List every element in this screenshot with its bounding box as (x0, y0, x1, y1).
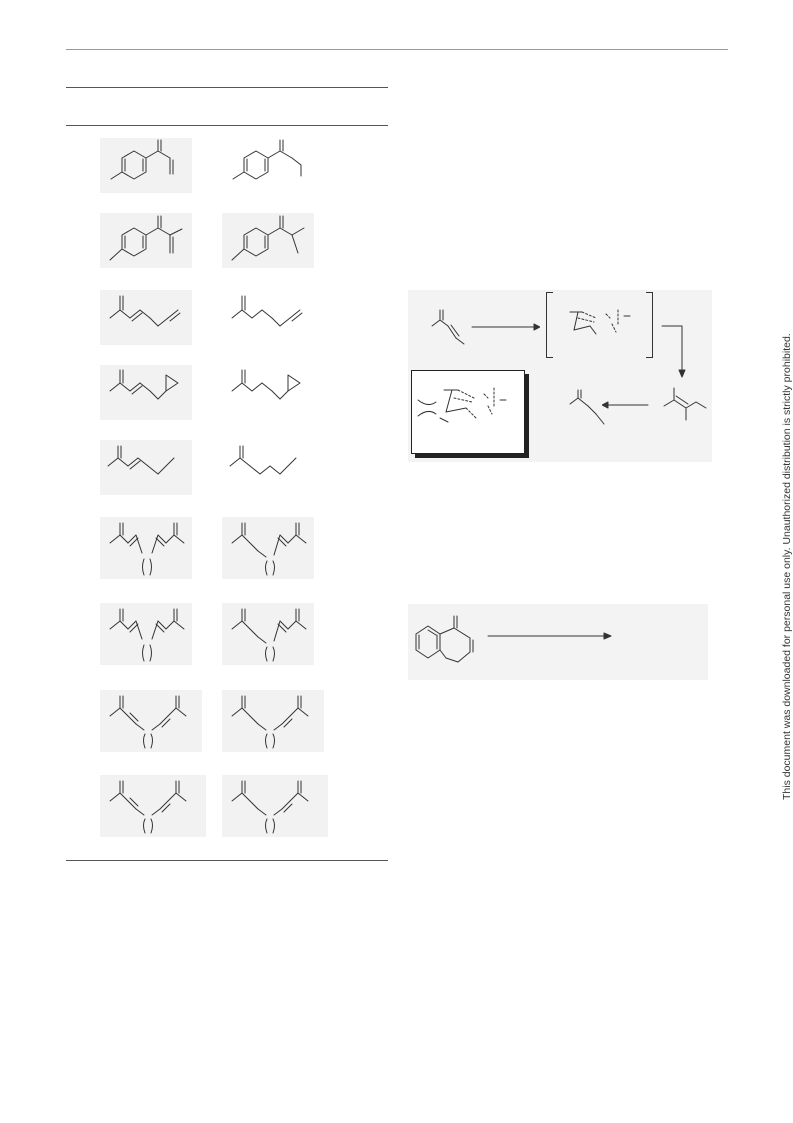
structure-8a-bg (100, 690, 202, 752)
structure-9b-bg (222, 775, 328, 837)
structure-5a (100, 440, 192, 495)
structure-2a (100, 213, 192, 268)
scheme2-background (408, 604, 708, 680)
scheme1-boxed-ts-drawing (414, 382, 518, 438)
scheme2-reactant (410, 612, 486, 672)
structure-7b (222, 603, 314, 665)
scheme1-left-bracket (546, 292, 553, 358)
download-notice: This document was downloaded for persona… (781, 333, 793, 800)
scheme1-arrow-down (660, 322, 690, 378)
structure-6a (100, 517, 192, 579)
structure-8a (100, 690, 202, 752)
structure-8b-bg (222, 690, 324, 752)
header-line (66, 49, 728, 50)
scheme1-transition-state (566, 304, 636, 344)
structure-6b (222, 517, 314, 579)
structure-3b (222, 290, 314, 345)
scheme1-intermediate (660, 384, 712, 424)
structure-3a (100, 290, 192, 345)
table-bottom-rule (66, 860, 388, 861)
structure-7a (100, 603, 192, 665)
structure-2b (222, 213, 314, 268)
table-header-rule (66, 125, 388, 126)
scheme1-right-bracket (646, 292, 653, 358)
structure-9a-bg (100, 775, 206, 837)
structure-5a-bg (100, 440, 192, 495)
structure-5b (222, 440, 314, 495)
structure-3a-bg (100, 290, 192, 345)
scheme2-arrow (486, 631, 612, 641)
scheme1-reactant (428, 308, 468, 348)
structure-9a (100, 775, 206, 837)
table-top-rule (66, 87, 388, 88)
structure-4a-bg (100, 365, 192, 420)
structure-8b (222, 690, 324, 752)
structure-4b (222, 365, 314, 420)
structure-9b (222, 775, 328, 837)
scheme1-arrow-forward (470, 322, 540, 332)
structure-1a (100, 138, 192, 193)
scheme1-arrow-back (602, 400, 650, 410)
structure-4a (100, 365, 192, 420)
scheme1-product (566, 388, 610, 428)
structure-1b (222, 138, 314, 193)
